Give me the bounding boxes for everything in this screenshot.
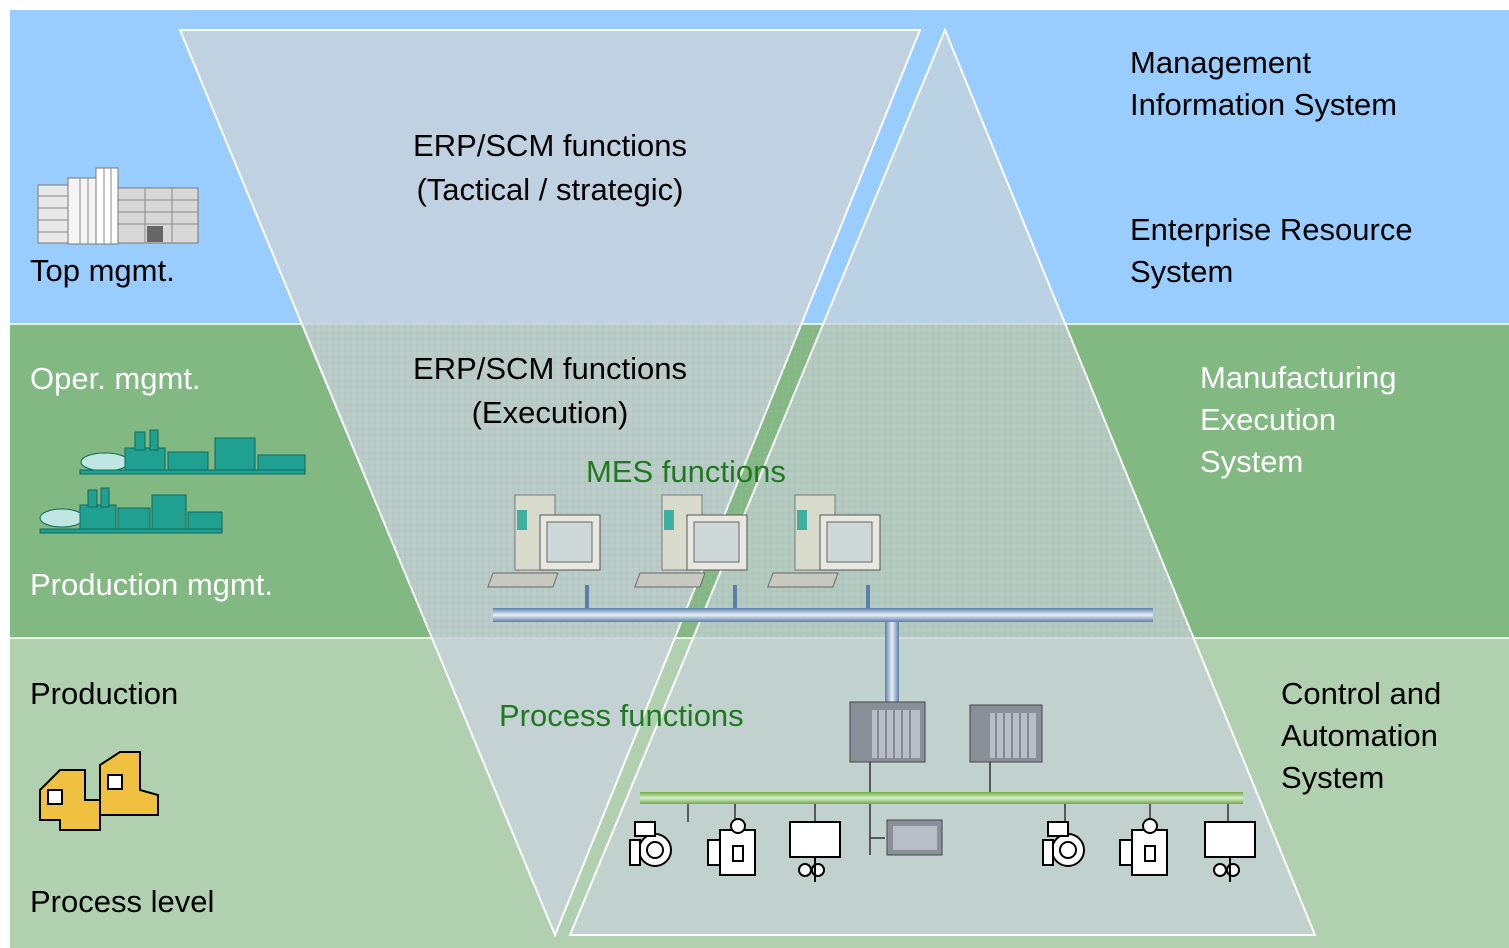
manufacturing-execution-system-label: Manufacturing Execution System (1200, 360, 1397, 479)
level-label-oper-mgmt: Oper. mgmt. (30, 361, 201, 396)
mes-vertical-link (885, 622, 899, 702)
level-label-top-mgmt: Top mgmt. (30, 253, 175, 288)
management-information-system-label: Management Information System (1130, 45, 1398, 122)
mes-functions-label: MES functions (586, 454, 786, 489)
industrial-plant-icon (39, 429, 306, 534)
process-functions-label: Process functions (499, 698, 744, 733)
level-label-production-mgmt: Production mgmt. (30, 567, 273, 602)
plc-controller-icon (849, 701, 1043, 856)
level-label-production: Production (30, 676, 179, 711)
control-automation-system-label: Control and Automation System (1281, 676, 1442, 795)
office-building-icon (37, 167, 199, 245)
machine-tool-icon (39, 751, 159, 831)
erp-tactical-functions-label: ERP/SCM functions (Tactical / strategic) (413, 128, 687, 207)
enterprise-resource-system-label: Enterprise Resource System (1130, 212, 1413, 289)
field-bus (640, 792, 1243, 804)
desktop-computer-icon (487, 494, 881, 588)
level-label-process-level: Process level (30, 884, 215, 919)
field-device-icon (629, 818, 1256, 882)
mes-network-bus (493, 608, 1153, 622)
erp-execution-functions-label: ERP/SCM functions (Execution) (413, 351, 687, 430)
